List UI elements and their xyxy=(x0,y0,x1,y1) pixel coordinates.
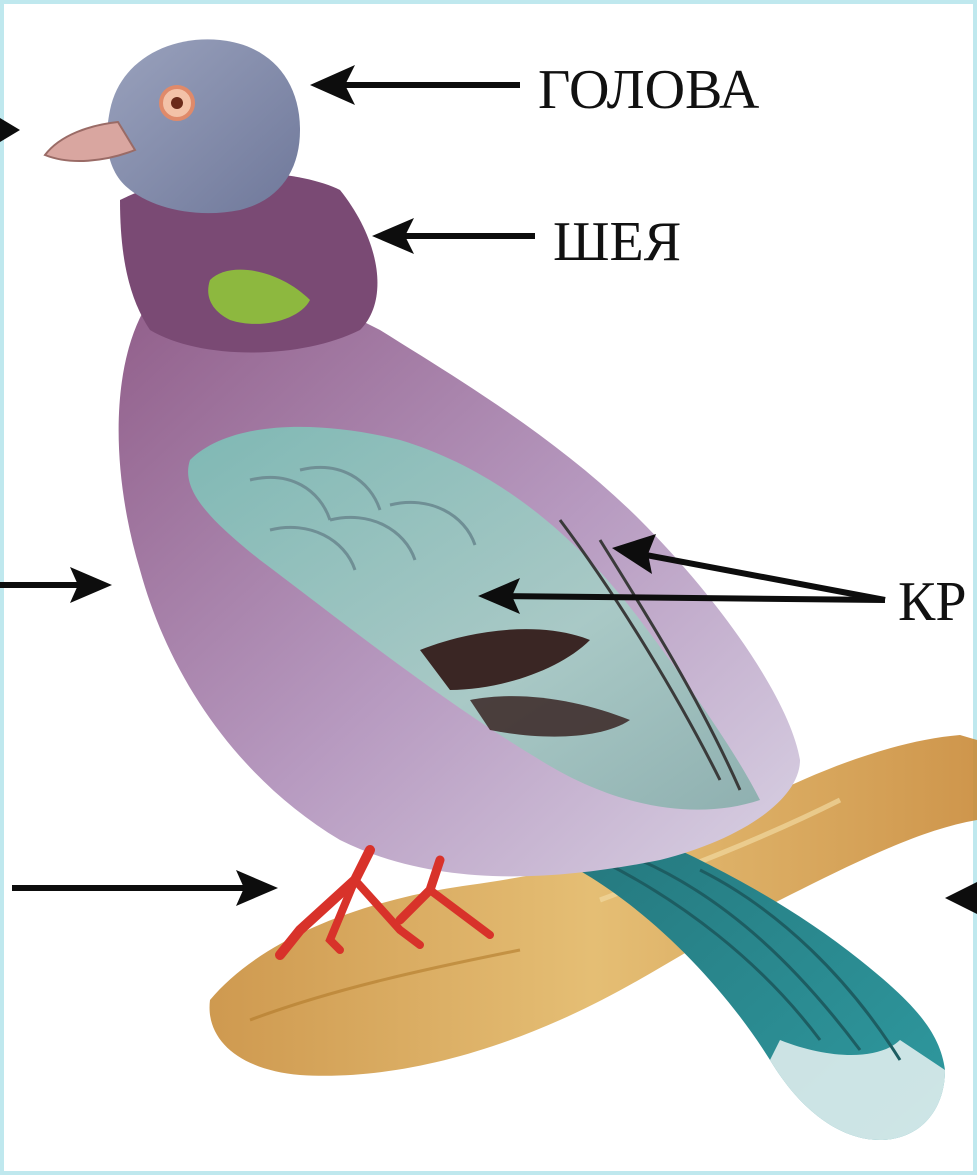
arrow-breast xyxy=(0,567,112,603)
pigeon-beak xyxy=(45,122,135,161)
arrow-beak-partial xyxy=(0,118,20,142)
arrow-neck xyxy=(372,218,535,254)
arrow-tail-partial xyxy=(945,882,977,914)
arrow-legs xyxy=(12,870,278,906)
arrow-head xyxy=(310,65,520,105)
pigeon-eye xyxy=(171,97,183,109)
label-wing: КР xyxy=(898,571,967,633)
label-head: ГОЛОВА xyxy=(538,59,760,121)
pigeon-head xyxy=(107,39,300,213)
label-neck: ШЕЯ xyxy=(553,211,681,273)
